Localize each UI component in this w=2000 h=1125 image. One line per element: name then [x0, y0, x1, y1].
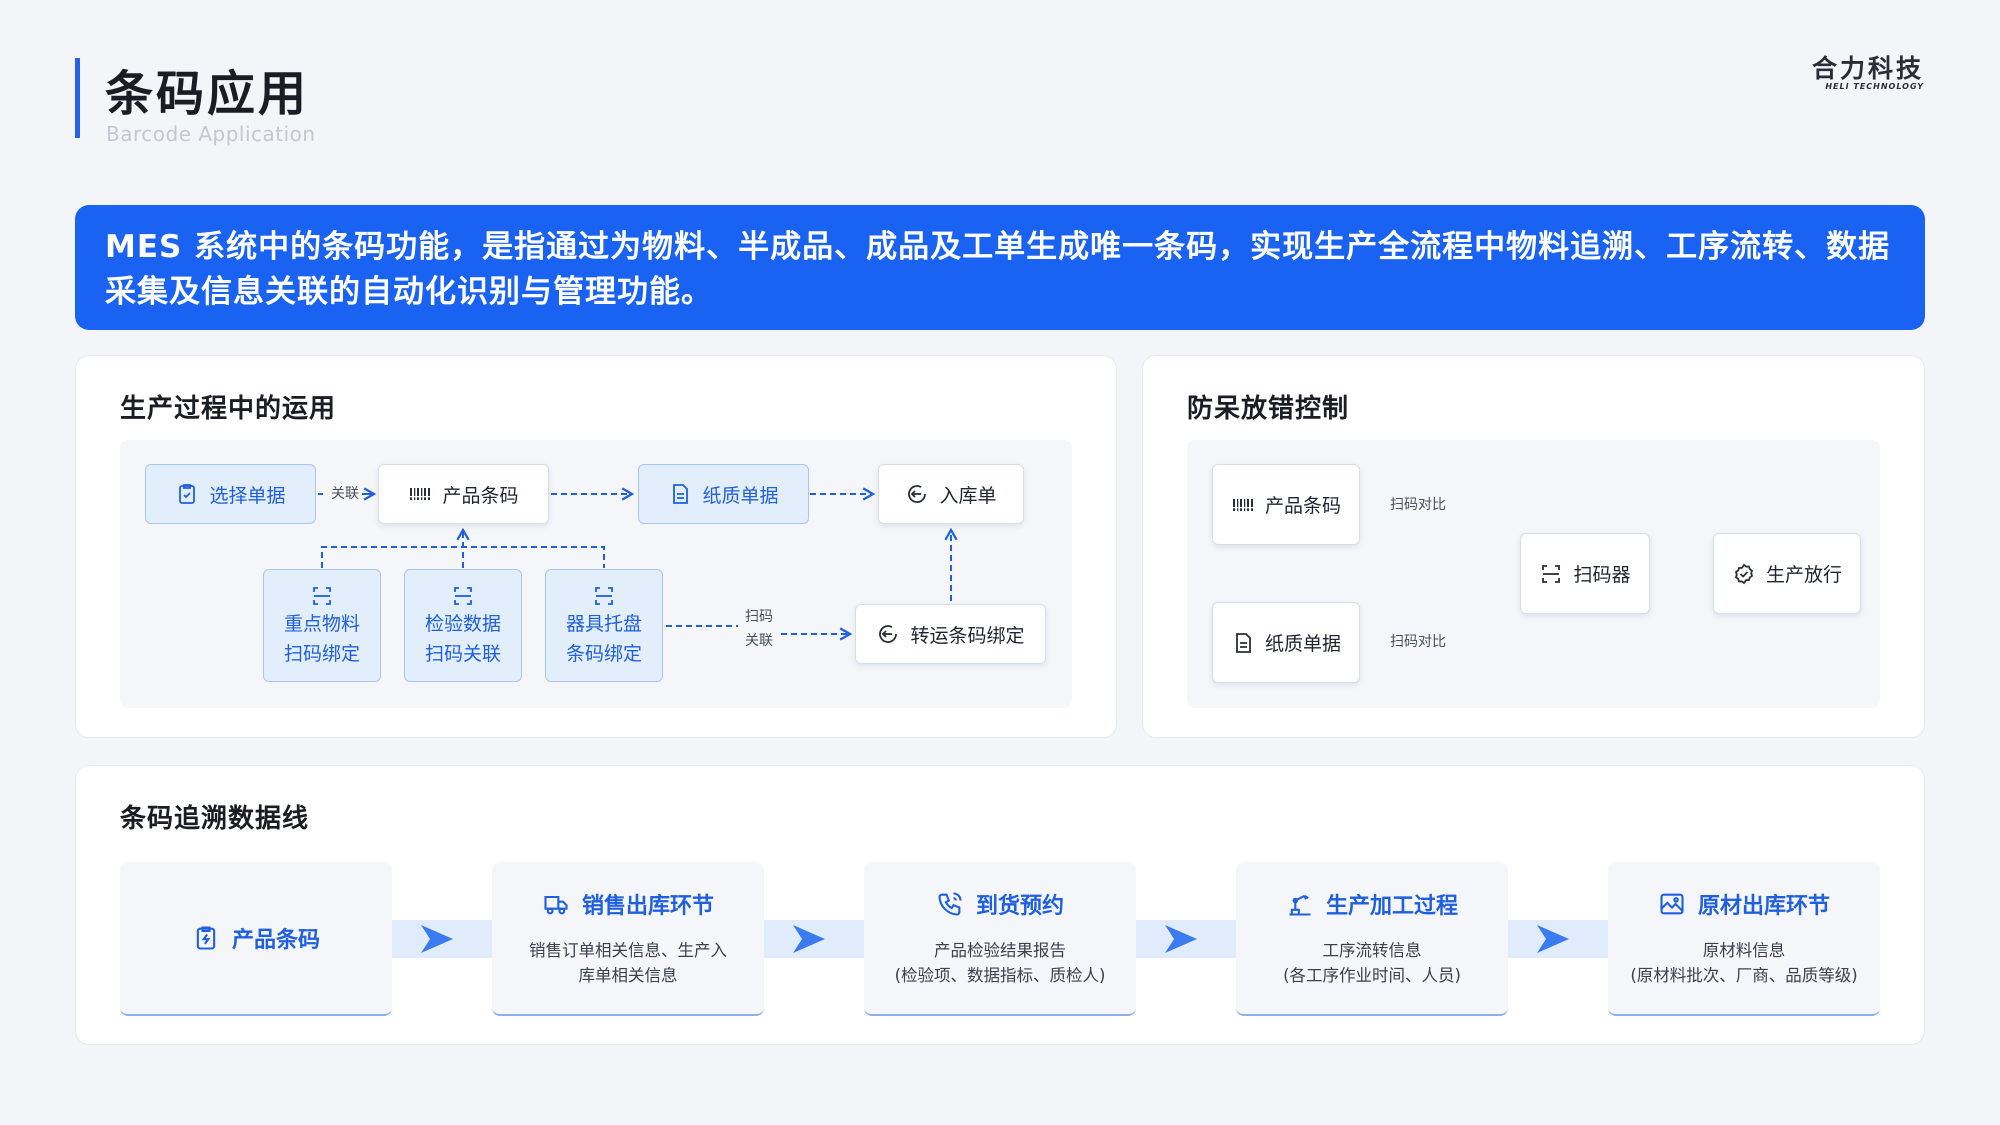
trace-card-title: 产品条码: [192, 922, 320, 954]
trace-card-title: 生产加工过程: [1286, 888, 1458, 920]
trace-card-desc: 产品检验结果报告 (检验项、数据指标、质检人): [895, 938, 1106, 988]
trace-card-title-text: 生产加工过程: [1325, 894, 1458, 919]
trace-card-production: 生产加工过程 工序流转信息 (各工序作业时间、人员): [1236, 862, 1508, 1016]
trace-card-raw-material: 原材出库环节 原材料信息 (原材料批次、厂商、品质等级): [1608, 862, 1880, 1016]
sub-node-label-1: 器具托盘: [565, 612, 642, 635]
phone-icon: [936, 890, 964, 918]
fp-paper-doc-label: 纸质单据: [1264, 633, 1341, 655]
trace-card-sales-outbound: 销售出库环节 销售订单相关信息、生产入 库单相关信息: [492, 862, 764, 1016]
fp-paper-doc-node: 纸质单据: [1212, 602, 1360, 683]
product-code-label: 产品条码: [442, 484, 519, 507]
intro-banner: MES 系统中的条码功能，是指通过为物料、半成品、成品及工单生成唯一条码，实现生…: [75, 205, 1925, 330]
trace-card-title-text: 产品条码: [231, 928, 320, 953]
trace-card-title-text: 销售出库环节: [581, 894, 714, 919]
trace-card-title: 原材出库环节: [1658, 888, 1830, 920]
transfer-bind-node: 转运条码绑定: [855, 604, 1046, 664]
fp-product-code-node: 产品条码: [1212, 464, 1360, 545]
sub-node-tray: 器具托盘 条码绑定: [545, 569, 663, 682]
page-subtitle: Barcode Application: [106, 122, 316, 146]
trace-arrow-4: [1504, 920, 1610, 958]
compare-label-top: 扫码对比: [1390, 497, 1446, 513]
paper-doc-node: 纸质单据: [638, 464, 809, 524]
image-icon: [1658, 890, 1686, 918]
barcode-icon: [408, 482, 432, 506]
trace-card-desc: 原材料信息 (原材料批次、厂商、品质等级): [1630, 938, 1857, 988]
fp-product-code-label: 产品条码: [1264, 495, 1341, 517]
trace-card-desc-line2: 库单相关信息: [578, 966, 678, 985]
trace-arrow-3: [1132, 920, 1238, 958]
scan-frame-icon: [592, 584, 616, 608]
trace-card-desc-line1: 销售订单相关信息、生产入: [529, 941, 727, 960]
foolproof-panel-title: 防呆放错控制: [1187, 394, 1350, 424]
trace-card-arrival: 到货预约 产品检验结果报告 (检验项、数据指标、质检人): [864, 862, 1136, 1016]
trace-card-desc-line1: 产品检验结果报告: [934, 941, 1066, 960]
sub-node-label-2: 扫码绑定: [283, 642, 360, 665]
warehouse-in-label: 入库单: [939, 484, 997, 507]
trace-card-title-text: 原材出库环节: [1697, 894, 1830, 919]
scan-link-label-2: 关联: [745, 633, 773, 649]
sub-node-inspection: 检验数据 扫码关联: [404, 569, 522, 682]
release-node: 生产放行: [1713, 533, 1861, 614]
logo-text-cn: 合力科技: [1811, 54, 1924, 83]
document-icon: [668, 482, 692, 506]
trace-card-title-text: 到货预约: [975, 894, 1064, 919]
badge-check-icon: [1732, 562, 1756, 586]
sub-node-label-1: 重点物料: [283, 612, 360, 635]
scanner-label: 扫码器: [1573, 564, 1631, 586]
trace-card-title: 销售出库环节: [542, 888, 714, 920]
trace-arrow-2: [760, 920, 866, 958]
scan-link-label-1: 扫码: [745, 609, 773, 625]
product-code-node: 产品条码: [378, 464, 549, 524]
import-circle-icon: [905, 482, 929, 506]
company-logo: 合力科技 HELI TECHNOLOGY: [1792, 56, 1924, 92]
page-title: 条码应用: [105, 66, 310, 122]
document-icon: [1231, 631, 1255, 655]
trace-card-title: 到货预约: [936, 888, 1064, 920]
clipboard-check-icon: [175, 482, 199, 506]
trace-card-desc-line2: (检验项、数据指标、质检人): [894, 966, 1106, 985]
sub-node-key-material: 重点物料 扫码绑定: [263, 569, 381, 682]
sub-node-label-1: 检验数据: [424, 612, 501, 635]
trace-card-product-code: 产品条码: [120, 862, 392, 1016]
trace-card-desc: 销售订单相关信息、生产入 库单相关信息: [529, 938, 727, 988]
scan-frame-icon: [1539, 562, 1563, 586]
select-doc-node: 选择单据: [145, 464, 316, 524]
trace-card-desc: 工序流转信息 (各工序作业时间、人员): [1283, 938, 1461, 988]
barcode-icon: [1231, 493, 1255, 517]
scan-frame-icon: [451, 584, 475, 608]
clipboard-bolt-icon: [192, 924, 220, 952]
select-doc-label: 选择单据: [209, 484, 286, 507]
title-accent-bar: [75, 58, 80, 138]
scan-frame-icon: [310, 584, 334, 608]
truck-icon: [542, 890, 570, 918]
trace-panel-title: 条码追溯数据线: [120, 804, 310, 834]
warehouse-in-node: 入库单: [878, 464, 1024, 524]
production-panel-title: 生产过程中的运用: [120, 394, 337, 424]
import-circle-icon: [876, 622, 900, 646]
release-label: 生产放行: [1765, 564, 1842, 586]
trace-arrow-1: [388, 920, 494, 958]
sub-node-label-2: 条码绑定: [565, 642, 642, 665]
sub-node-label-2: 扫码关联: [424, 642, 501, 665]
scanner-node: 扫码器: [1520, 533, 1650, 614]
compare-label-bottom: 扫码对比: [1390, 634, 1446, 650]
paper-doc-label: 纸质单据: [702, 484, 779, 507]
machine-arm-icon: [1286, 890, 1314, 918]
transfer-bind-label: 转运条码绑定: [910, 624, 1025, 647]
trace-card-desc-line2: (各工序作业时间、人员): [1283, 966, 1461, 985]
trace-card-desc-line1: 工序流转信息: [1322, 941, 1422, 960]
logo-text-en: HELI TECHNOLOGY: [1825, 82, 1924, 91]
trace-card-desc-line2: (原材料批次、厂商、品质等级): [1630, 966, 1858, 985]
link-label: 关联: [331, 486, 359, 502]
trace-card-desc-line1: 原材料信息: [1702, 941, 1786, 960]
